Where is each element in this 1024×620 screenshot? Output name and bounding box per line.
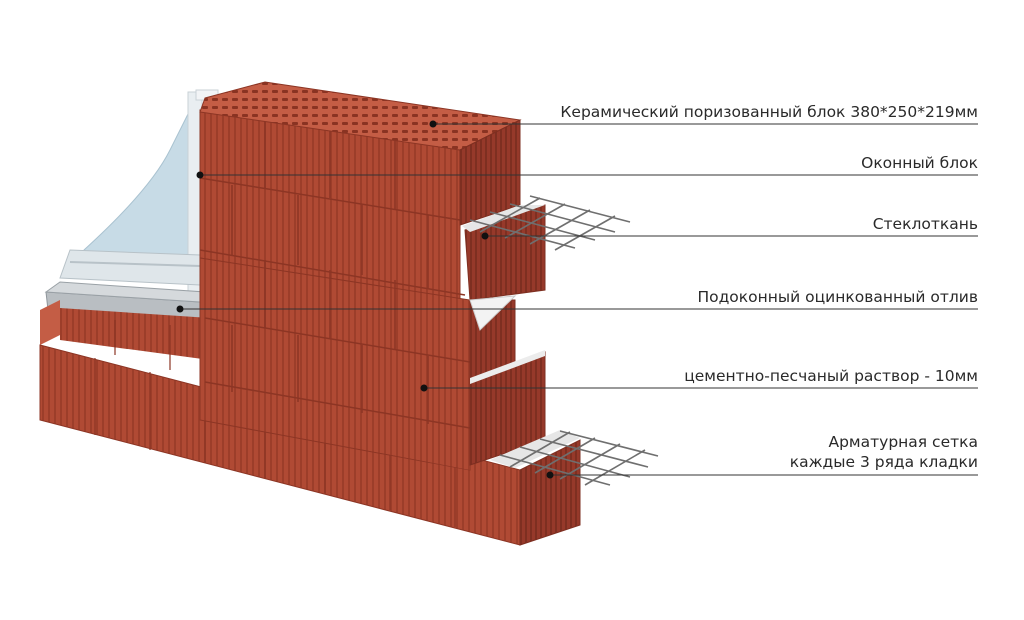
label-text: Подоконный оцинкованный отлив: [697, 288, 978, 306]
label-ceramic-block: Керамический поризованный блок 380*250*2…: [560, 102, 978, 122]
label-sill-drip: Подоконный оцинкованный отлив: [697, 287, 978, 307]
reinforcement-mesh-bottom: [499, 430, 659, 486]
label-mesh: Арматурная сетка каждые 3 ряда кладки: [790, 432, 978, 472]
label-text: Стеклоткань: [872, 215, 978, 233]
main-wall: [199, 109, 471, 471]
lower-wall: [39, 300, 521, 546]
label-mortar: цементно-песчаный раствор - 10мм: [684, 366, 978, 386]
label-fiberglass: Стеклоткань: [873, 214, 978, 234]
label-window-block: Оконный блок: [861, 153, 978, 173]
label-text: Арматурная сетка: [828, 433, 978, 451]
label-text: цементно-песчаный раствор - 10мм: [684, 367, 978, 385]
leader-dots: [176, 120, 554, 479]
window-glass: [83, 109, 196, 266]
label-text: каждые 3 ряда кладки: [789, 453, 978, 471]
label-text: Оконный блок: [861, 154, 978, 172]
label-text: Керамический поризованный блок 380*250*2…: [560, 103, 978, 121]
window-sill-profile: [59, 249, 201, 286]
leader-lines: [180, 123, 978, 476]
reinforcement-mesh-top: [469, 195, 631, 251]
